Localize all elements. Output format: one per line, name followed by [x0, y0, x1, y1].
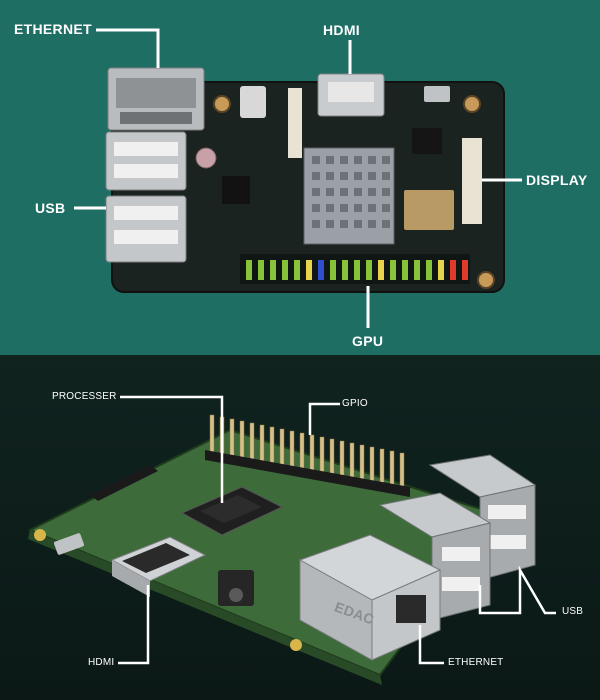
- bottom-board-illustration: [27, 395, 556, 685]
- bottom-mounting-hole: [34, 529, 46, 541]
- bottom-micro-usb: [54, 533, 84, 555]
- top-chip-small-2: [222, 176, 250, 204]
- top-ribbon-connector-left: [288, 88, 302, 158]
- label-usb-bottom: USB: [562, 606, 584, 617]
- label-usb-top: USB: [35, 200, 66, 216]
- top-hdmi-port: [317, 73, 385, 117]
- top-mounting-hole: [213, 95, 231, 113]
- leader-line-usb-bottom: [478, 565, 556, 615]
- label-ethernet-top: ETHERNET: [14, 21, 92, 37]
- bottom-mounting-hole: [290, 639, 302, 651]
- top-chip-small: [412, 128, 442, 154]
- top-mounting-hole: [477, 271, 495, 289]
- label-display-top: DISPLAY: [526, 172, 588, 188]
- label-processer: PROCESSER: [52, 391, 117, 402]
- top-memory-chip: [404, 190, 454, 230]
- bottom-ethernet-port: [298, 534, 442, 661]
- bottom-audio-jack: [218, 570, 254, 606]
- leader-line-ethernet-bottom: [418, 625, 444, 665]
- top-heatsink: [303, 147, 395, 245]
- top-usb-ports: [105, 131, 187, 263]
- leader-line-processer: [120, 395, 224, 503]
- bottom-hdmi-port: [110, 536, 207, 597]
- top-capacitor: [195, 147, 217, 169]
- label-ethernet-bottom: ETHERNET: [448, 657, 504, 668]
- bottom-leader-lines: [118, 395, 556, 665]
- top-board-illustration: [74, 28, 522, 328]
- top-micro-usb: [424, 86, 450, 102]
- top-board-panel: ETHERNET HDMI USB DISPLAY GPU: [0, 0, 600, 355]
- top-audio-jack: [240, 86, 266, 118]
- top-ethernet-port: [107, 67, 205, 131]
- bottom-board-panel: PROCESSER GPIO USB HDMI ETHERNET EDAC: [0, 355, 600, 700]
- bottom-ribbon-connector: [90, 465, 158, 501]
- top-mounting-hole: [463, 95, 481, 113]
- label-gpio: GPIO: [342, 398, 368, 409]
- label-hdmi-top: HDMI: [323, 22, 360, 38]
- leader-line-ethernet: [96, 28, 160, 68]
- label-hdmi-bottom: HDMI: [88, 657, 115, 668]
- top-leader-lines: [74, 28, 522, 328]
- top-display-connector: [462, 138, 482, 224]
- label-gpu-top: GPU: [352, 333, 384, 349]
- leader-line-gpio: [308, 402, 340, 435]
- top-gpio-header: [240, 254, 470, 284]
- leader-line-hdmi-bottom: [118, 585, 150, 665]
